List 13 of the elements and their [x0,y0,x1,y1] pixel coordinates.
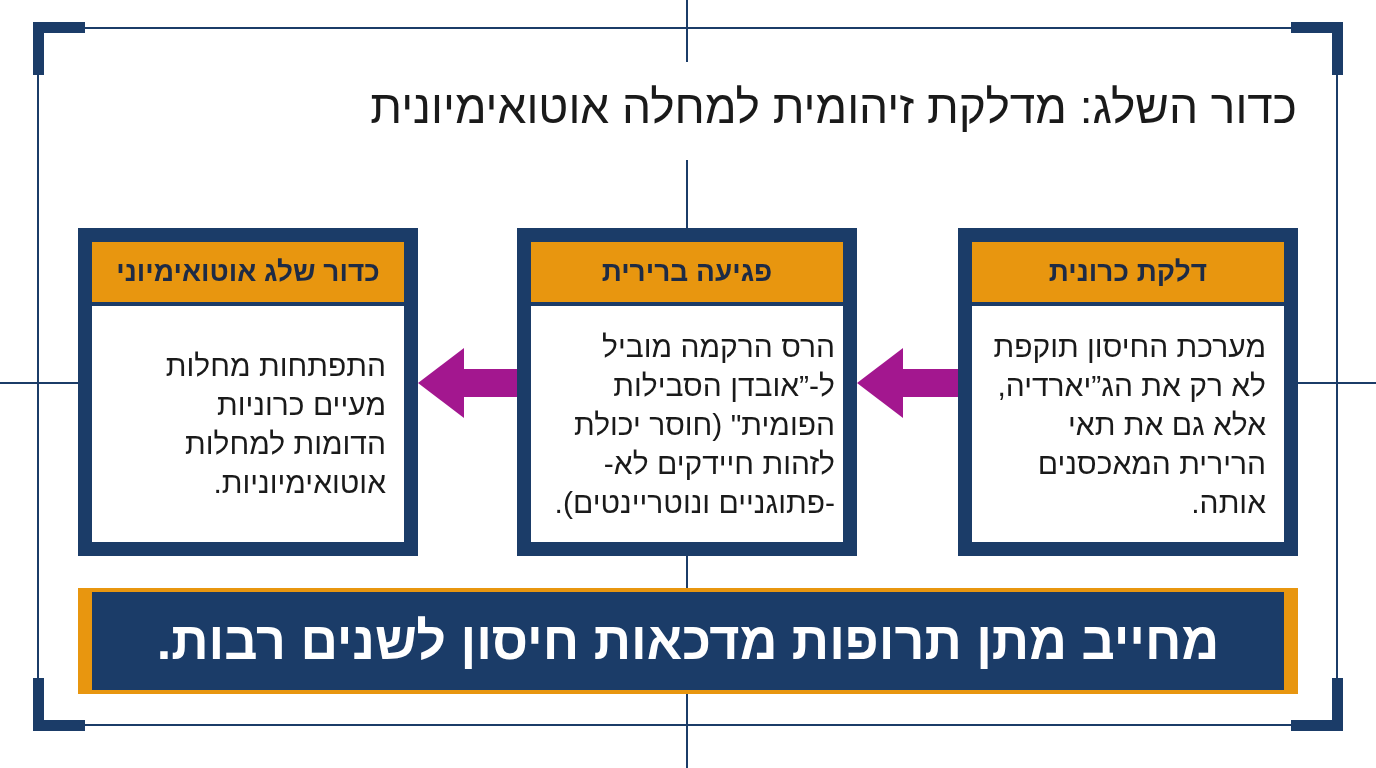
box-header: כדור שלג אוטואימיוני [92,242,404,302]
process-box [78,228,418,556]
title: כדור השלג: מדלקת זיהומית למחלה אוטואימיונית [370,80,1297,134]
box-header: דלקת כרונית [972,242,1284,302]
box-header: פגיעה ברירית [531,242,843,302]
text-panel: התפתחות מחלות מעיים כרוניות הדומות למחלות אוטואימיוניות. [92,306,404,542]
process-box [517,228,857,556]
banner: מחייב מתן תרופות מדכאות חיסון לשנים רבות. [78,588,1298,694]
arrow [857,348,958,418]
text-panel: מערכת החיסון תוקפת לא רק את הג”יארדיה, אלא גם את תאי הרירית המאכסנים אותה. [972,306,1284,542]
arrow [418,348,517,418]
process-box [958,228,1298,556]
text-panel: הרס הרקמה מוביל ל-”אובדן הסבילות הפומית" (חוסר יכולת לזהות חיידקים לא- -פתוגניים ונוטריינטים). [531,306,843,542]
